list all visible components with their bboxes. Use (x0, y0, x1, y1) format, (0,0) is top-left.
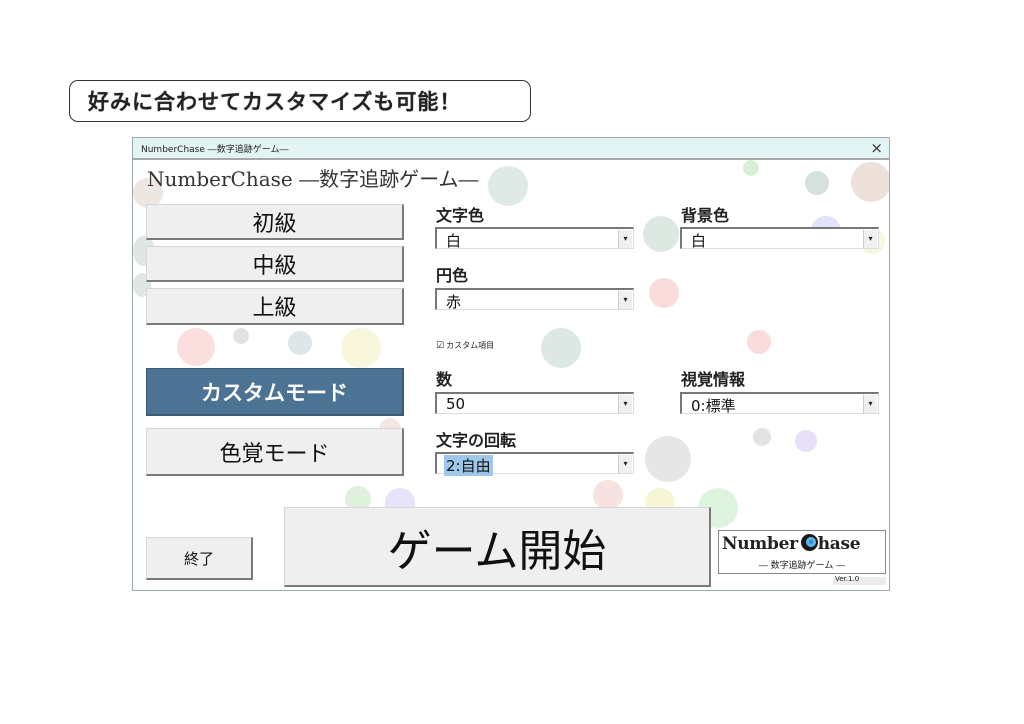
start-game-button[interactable]: ゲーム開始 (284, 507, 711, 587)
bubble (753, 428, 771, 446)
custom-items-label: カスタム項目 (446, 341, 495, 350)
bubble (743, 160, 759, 176)
bubble (649, 278, 679, 308)
bubble (233, 328, 249, 344)
circle-color-select[interactable]: 赤 ▾ (435, 288, 634, 311)
background-color-select[interactable]: 白 ▾ (680, 227, 879, 250)
text-color-label: 文字色 (436, 206, 485, 225)
app-window: NumberChase ―数字追跡ゲーム― × NumberChase ―数字追… (132, 137, 890, 591)
chevron-down-icon[interactable]: ▾ (618, 230, 632, 248)
color-vision-mode-button[interactable]: 色覚モード (146, 428, 404, 476)
bubble (288, 331, 312, 355)
start-game-label: ゲーム開始 (387, 525, 607, 577)
bubble (645, 436, 691, 482)
count-label: 数 (436, 370, 453, 389)
promo-banner-text: 好みに合わせてカスタマイズも可能！ (88, 90, 462, 114)
visual-info-select[interactable]: 0:標準 ▾ (680, 392, 879, 415)
exit-button[interactable]: 終了 (146, 537, 253, 580)
text-rotation-select[interactable]: 2:自由 ▾ (435, 452, 634, 476)
chevron-down-icon[interactable]: ▾ (618, 291, 632, 309)
window-title: NumberChase ―数字追跡ゲーム― (141, 145, 289, 155)
count-value: 50 (446, 395, 466, 413)
logo-subtitle: ― 数字追跡ゲーム ― (758, 561, 846, 571)
advanced-label: 上級 (252, 296, 297, 321)
bubble (488, 166, 528, 206)
custom-mode-label: カスタムモード (201, 380, 348, 405)
text-color-value: 白 (446, 232, 462, 250)
promo-banner: 好みに合わせてカスタマイズも可能！ (69, 80, 531, 122)
beginner-label: 初級 (252, 211, 297, 237)
checkbox-checked-icon[interactable]: ☑ (436, 340, 445, 351)
chevron-down-icon[interactable]: ▾ (618, 395, 632, 413)
text-rotation-value: 2:自由 (444, 455, 493, 476)
intermediate-button[interactable]: 中級 (146, 246, 404, 282)
custom-items-checkbox[interactable]: ☑ カスタム項目 (436, 340, 494, 351)
bubble (805, 171, 829, 195)
bubble (341, 328, 381, 368)
background-color-label: 背景色 (681, 206, 730, 225)
bubble (747, 330, 771, 354)
chevron-down-icon[interactable]: ▾ (863, 395, 877, 413)
chevron-down-icon[interactable]: ▾ (863, 230, 877, 248)
bubble (795, 430, 817, 452)
version-label: Ver.1.0 (833, 575, 886, 585)
bubble (133, 178, 163, 208)
close-icon[interactable]: × (870, 139, 883, 157)
visual-info-label: 視覚情報 (681, 370, 746, 389)
advanced-button[interactable]: 上級 (146, 288, 404, 325)
bubble (643, 216, 679, 252)
bubble (541, 328, 581, 368)
color-vision-mode-label: 色覚モード (219, 441, 330, 467)
chevron-down-icon[interactable]: ▾ (618, 455, 632, 473)
circle-color-label: 円色 (436, 266, 469, 285)
custom-mode-button[interactable]: カスタムモード (146, 368, 404, 416)
visual-info-value: 0:標準 (691, 397, 736, 415)
text-color-select[interactable]: 白 ▾ (435, 227, 634, 250)
version-text: Ver.1.0 (835, 575, 860, 583)
count-select[interactable]: 50 ▾ (435, 392, 634, 414)
exit-label: 終了 (183, 549, 214, 568)
bubble (851, 162, 889, 202)
circle-color-value: 赤 (446, 293, 462, 311)
bubble (593, 480, 623, 510)
title-bar: NumberChase ―数字追跡ゲーム― × (133, 138, 889, 160)
bubble (177, 328, 215, 366)
app-title: NumberChase ―数字追跡ゲーム― (147, 167, 479, 191)
beginner-button[interactable]: 初級 (146, 204, 404, 240)
background-color-value: 白 (691, 232, 707, 250)
eye-icon (800, 534, 818, 551)
intermediate-label: 中級 (252, 253, 297, 279)
text-rotation-label: 文字の回転 (436, 431, 517, 450)
